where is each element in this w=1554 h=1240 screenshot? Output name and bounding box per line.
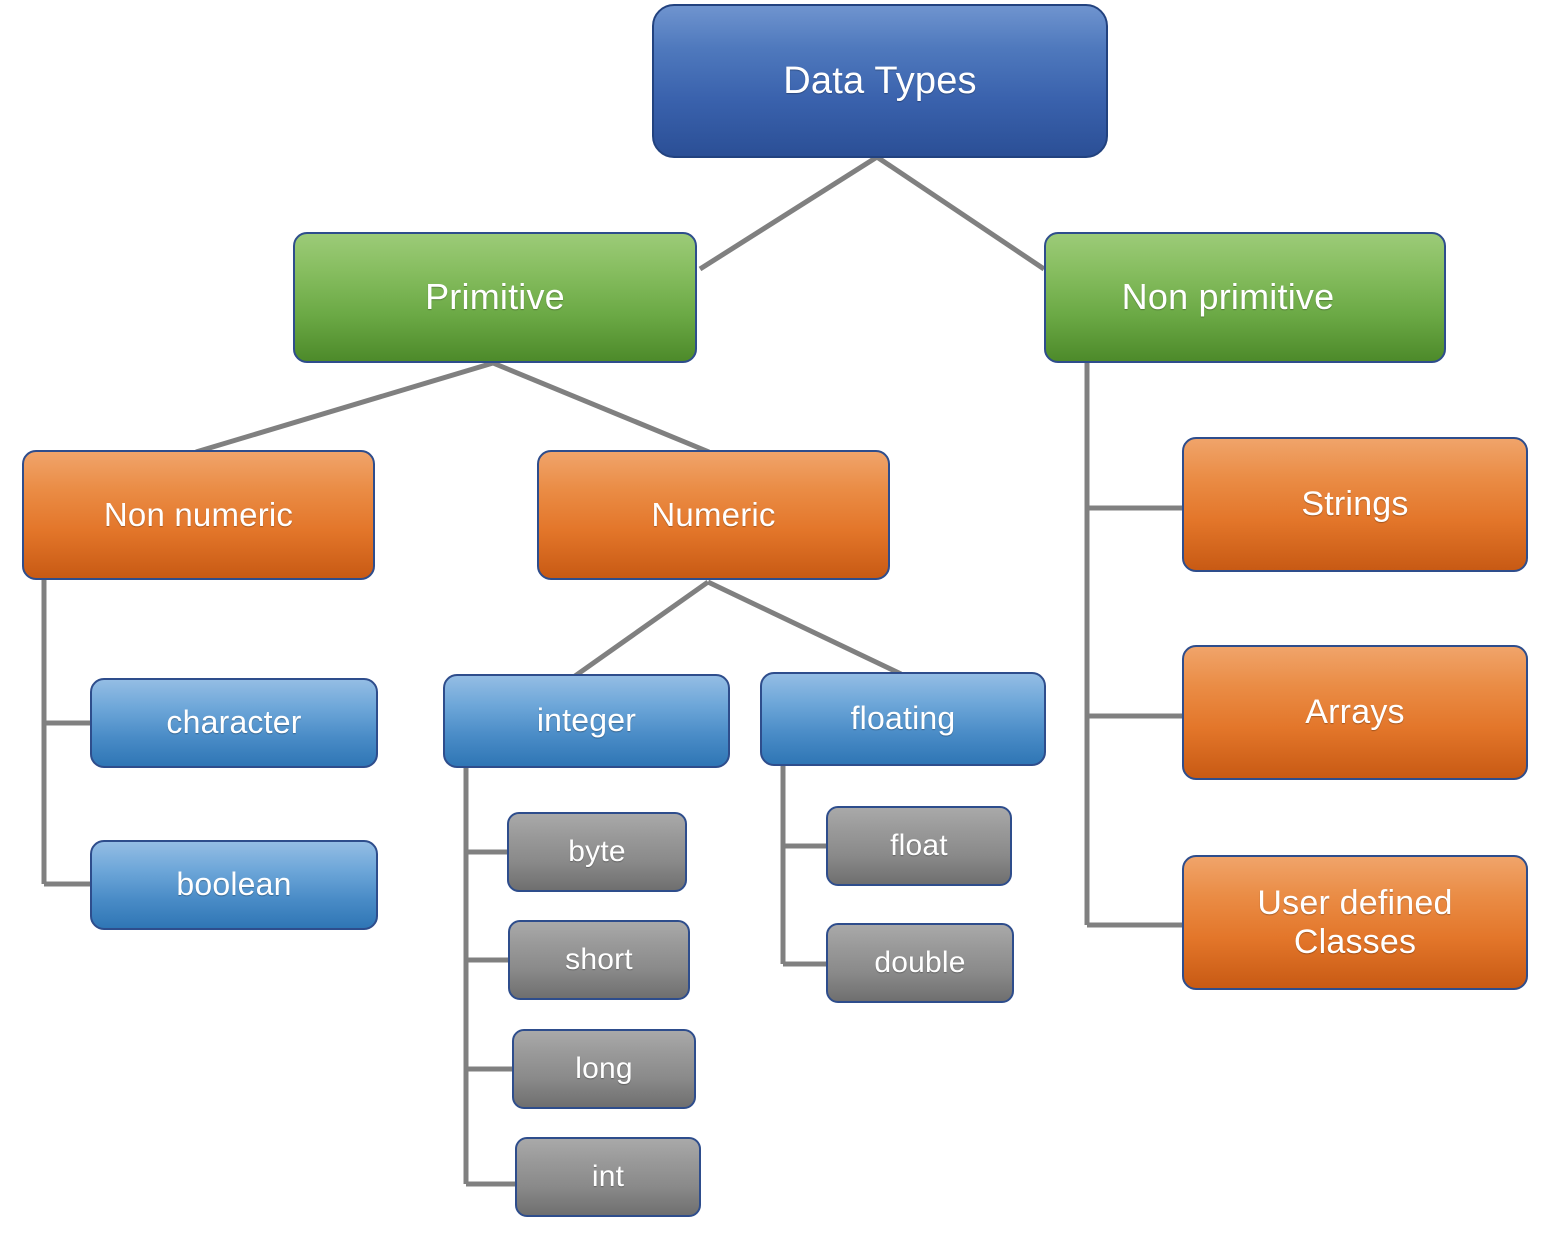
node-label-user-defined-classes-line1: User defined [1257,884,1453,923]
edge-root-to-primitive [698,154,879,272]
node-float[interactable]: float [826,806,1012,886]
node-label-non-numeric: Non numeric [103,495,294,533]
node-arrays[interactable]: Arrays [1182,645,1528,780]
node-int[interactable]: int [515,1137,701,1217]
node-label-arrays: Arrays [1305,693,1405,732]
node-numeric[interactable]: Numeric [537,450,890,580]
node-floating[interactable]: floating [760,672,1046,766]
node-label-numeric: Numeric [651,495,776,533]
node-label-short: short [565,943,633,977]
node-long[interactable]: long [512,1029,696,1109]
node-short[interactable]: short [508,920,690,1000]
node-integer[interactable]: integer [443,674,730,768]
node-label-character: character [166,704,302,741]
node-label-non-primitive: Non primitive [1121,276,1335,318]
node-character[interactable]: character [90,678,378,768]
node-label-int: int [591,1160,625,1194]
node-label-user-defined-classes: User defined Classes [1184,884,1526,960]
node-double[interactable]: double [826,923,1014,1003]
node-label-integer: integer [536,702,637,739]
node-label-byte: byte [568,835,626,869]
node-label-floating: floating [850,700,956,737]
node-data-types[interactable]: Data Types [652,4,1108,158]
node-user-defined-classes[interactable]: User defined Classes [1182,855,1528,990]
node-byte[interactable]: byte [507,812,687,892]
node-boolean[interactable]: boolean [90,840,378,930]
edge-primitive-to-nonnumeric [195,360,494,455]
edge-numeric-to-integer [573,579,710,679]
node-label-primitive: Primitive [425,276,565,318]
node-label-double: double [874,946,966,980]
node-label-user-defined-classes-line2: Classes [1293,922,1417,961]
node-strings[interactable]: Strings [1182,437,1528,572]
edge-root-to-nonprimitive [875,154,1046,272]
node-label-boolean: boolean [176,866,292,903]
node-primitive[interactable]: Primitive [293,232,697,363]
edge-numeric-to-floating [706,579,903,677]
node-non-primitive[interactable]: Non primitive [1044,232,1446,363]
node-label-strings: Strings [1301,485,1409,524]
node-label-float: float [890,829,948,863]
node-label-long: long [575,1052,633,1086]
node-non-numeric[interactable]: Non numeric [22,450,375,580]
edge-primitive-to-numeric [492,360,710,455]
node-label-data-types: Data Types [783,59,977,102]
